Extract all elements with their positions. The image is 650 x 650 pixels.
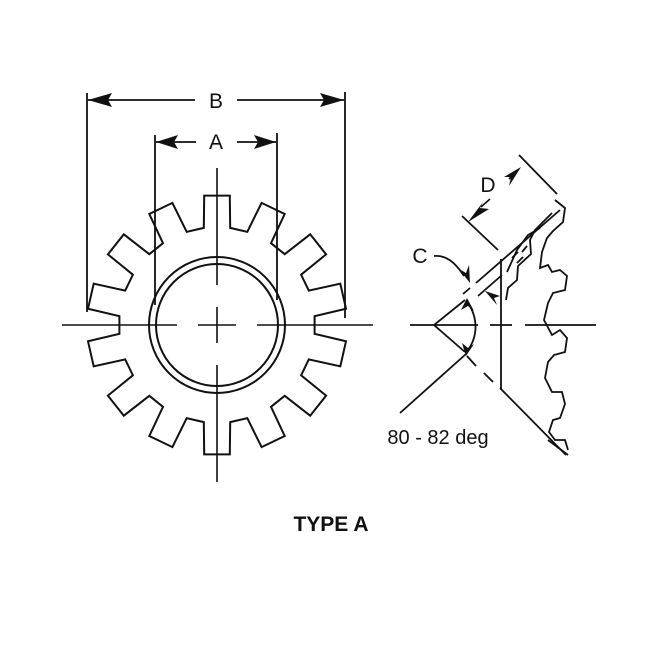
dimension-d: [468, 167, 521, 222]
dimension-b: [86, 92, 346, 318]
label-c: C: [412, 245, 427, 268]
label-a: A: [209, 131, 223, 154]
label-d: D: [480, 174, 495, 197]
angle-indicator: [461, 298, 477, 356]
diagram-title: TYPE A: [293, 513, 368, 536]
dimension-c: [433, 255, 500, 305]
gear-outline: [86, 194, 348, 456]
centerlines-front: [62, 168, 373, 482]
side-view: [399, 154, 596, 456]
angle-label: 80 - 82 deg: [387, 427, 488, 449]
label-b: B: [209, 90, 223, 113]
dimension-a: [154, 133, 278, 305]
